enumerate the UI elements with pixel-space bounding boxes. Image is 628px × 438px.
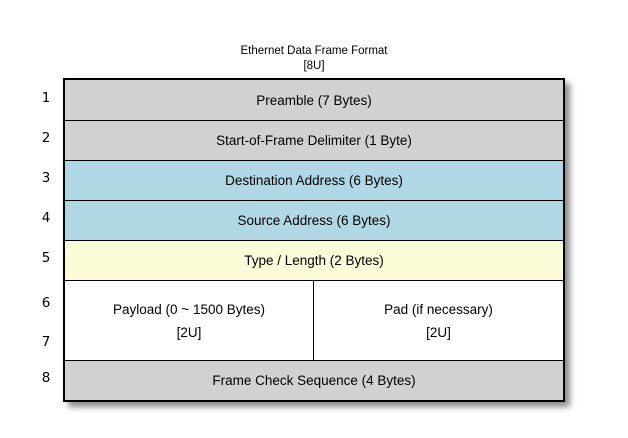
row-destination-address: Destination Address (6 Bytes) bbox=[65, 160, 563, 200]
row-number-1: 1 bbox=[41, 90, 51, 106]
row-number-8: 8 bbox=[41, 370, 51, 386]
row-number-6: 6 bbox=[41, 295, 51, 311]
pad-units-label: [2U] bbox=[426, 324, 451, 340]
row-fcs-label: Frame Check Sequence (4 Bytes) bbox=[212, 373, 416, 388]
row-number-7: 7 bbox=[41, 334, 51, 350]
row-source-address: Source Address (6 Bytes) bbox=[65, 200, 563, 240]
row-destination-label: Destination Address (6 Bytes) bbox=[225, 173, 403, 188]
row-preamble-label: Preamble (7 Bytes) bbox=[256, 92, 372, 108]
row-type-length: Type / Length (2 Bytes) bbox=[65, 240, 563, 280]
payload-label: Payload (0 ~ 1500 Bytes) bbox=[113, 301, 265, 317]
row-number-5: 5 bbox=[41, 250, 51, 266]
frame-table: Preamble (7 Bytes) Start-of-Frame Delimi… bbox=[63, 78, 565, 402]
row-number-4: 4 bbox=[41, 210, 51, 226]
payload-units-label: [2U] bbox=[176, 324, 202, 340]
pad-label: Pad (if necessary) bbox=[384, 301, 493, 317]
row-type-length-label: Type / Length (2 Bytes) bbox=[244, 253, 384, 268]
row-payload-pad: Payload (0 ~ 1500 Bytes) [2U] Pad (if ne… bbox=[65, 280, 563, 360]
row-number-2: 2 bbox=[41, 130, 51, 146]
title-block: Ethernet Data Frame Format [8U] bbox=[63, 44, 565, 74]
row-sfd-label: Start-of-Frame Delimiter (1 Byte) bbox=[216, 133, 412, 148]
cell-payload: Payload (0 ~ 1500 Bytes) [2U] bbox=[65, 281, 314, 360]
diagram-title: Ethernet Data Frame Format bbox=[240, 45, 388, 57]
row-number-column: 1 2 3 4 5 6 7 8 bbox=[34, 0, 58, 438]
row-start-of-frame-delimiter: Start-of-Frame Delimiter (1 Byte) bbox=[65, 120, 563, 160]
diagram-subtitle: [8U] bbox=[303, 60, 325, 72]
row-frame-check-sequence: Frame Check Sequence (4 Bytes) bbox=[65, 360, 563, 400]
row-number-3: 3 bbox=[41, 170, 51, 186]
cell-pad: Pad (if necessary) [2U] bbox=[314, 281, 563, 360]
row-source-label: Source Address (6 Bytes) bbox=[237, 213, 391, 228]
row-preamble: Preamble (7 Bytes) bbox=[65, 80, 563, 120]
